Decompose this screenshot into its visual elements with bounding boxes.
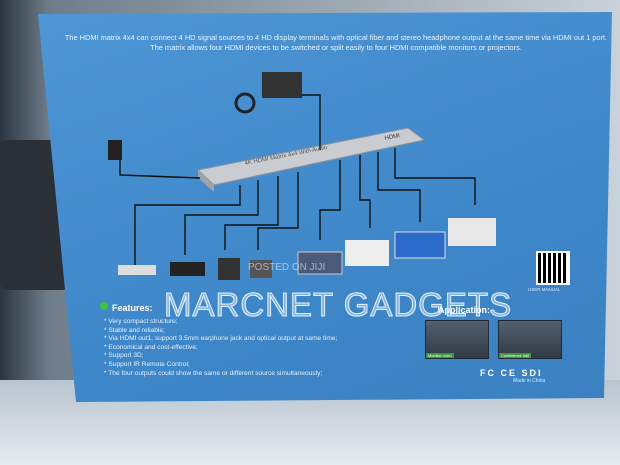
features-list: * Very compact structure; * Stable and r… <box>104 318 337 378</box>
feature-item: * Support IR Remote Control; <box>104 360 190 368</box>
features-bullet-icon <box>100 302 108 310</box>
matrix-device-front <box>198 170 214 192</box>
display-laptop <box>297 251 343 275</box>
qr-caption: USER MANUAL <box>528 287 561 292</box>
feature-item: * Very compact structure; <box>104 318 178 325</box>
certification-marks: FC CE SDI <box>480 368 543 378</box>
headphones <box>234 92 256 114</box>
qr-code <box>536 251 570 285</box>
application-title: Application: <box>438 305 490 315</box>
made-in: Made in China <box>513 378 546 384</box>
matrix-device <box>196 127 426 186</box>
features-title: Features: <box>112 303 153 313</box>
watermark-brand: MARCNET GADGETS <box>163 286 513 324</box>
feature-item: * Via HDMI out1, support 3.5mm earphone … <box>104 335 338 343</box>
display-monitor-3 <box>448 218 496 246</box>
application-image-monitor-room: Monitor room <box>425 320 489 359</box>
power-adapter <box>108 140 122 160</box>
intro-text: The HDMI matrix 4x4 can connect 4 HD sig… <box>64 33 608 52</box>
source-console <box>218 258 240 280</box>
feature-item: * The four outputs could show the same o… <box>104 369 323 377</box>
watermark-posted: POSTED ON JIJI <box>248 262 326 273</box>
application-caption: Conference hall <box>499 353 532 358</box>
application-image-conference: Conference hall <box>498 320 562 359</box>
device-logo: HDMI <box>384 133 401 142</box>
application-caption: Monitor room <box>426 353 454 358</box>
feature-item: * Support 3D; <box>104 352 144 360</box>
source-box <box>170 262 205 276</box>
cables <box>119 94 476 265</box>
source-laptop <box>250 260 272 278</box>
display-monitor-2 <box>394 231 446 259</box>
feature-item: * Stable and reliable; <box>104 326 165 334</box>
feature-item: * Economical and cost-effective; <box>104 343 198 351</box>
display-monitor-1 <box>345 240 389 266</box>
source-dvd <box>118 265 156 275</box>
ir-receiver <box>262 72 302 98</box>
